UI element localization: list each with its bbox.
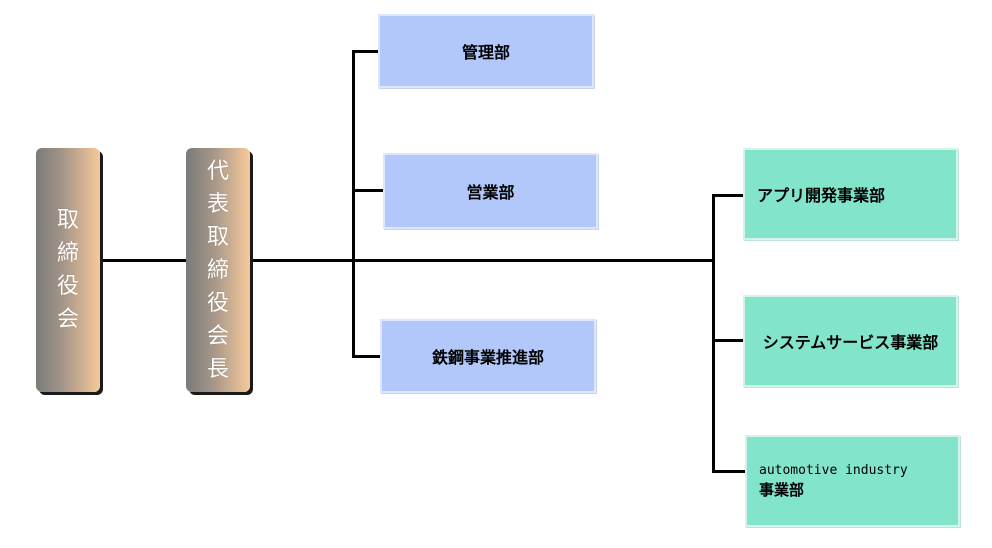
- chairman-char-3: 取: [206, 224, 229, 250]
- chairman-char-6: 会: [206, 323, 229, 349]
- dept-eigyo-node: 営業部: [383, 153, 598, 229]
- board-char-3: 役: [56, 274, 79, 299]
- connector-to-division-system: [712, 339, 747, 342]
- connector-to-dept-kanri: [352, 50, 380, 53]
- division-automotive-label-line1: automotive industry: [759, 463, 908, 478]
- board-char-2: 締: [56, 241, 79, 266]
- connector-main-horizontal: [250, 259, 715, 262]
- connector-board-to-chairman: [102, 259, 188, 262]
- dept-tekko-label: 鉄鋼事業推進部: [431, 348, 544, 367]
- connector-to-division-automotive: [712, 470, 747, 473]
- chairman-char-1: 代: [206, 158, 229, 184]
- connector-to-dept-tekko: [352, 355, 382, 358]
- connector-to-division-app: [712, 194, 745, 197]
- dept-eigyo-label: 営業部: [466, 183, 515, 202]
- chairman-char-7: 長: [206, 356, 229, 382]
- division-system-service-node: システムサービス事業部: [743, 295, 958, 387]
- board-char-4: 会: [56, 307, 79, 332]
- chairman-char-5: 役: [206, 290, 229, 316]
- board-of-directors-node: 取 締 役 会: [36, 148, 100, 392]
- dept-kanri-node: 管理部: [378, 14, 594, 88]
- chairman-char-4: 締: [206, 257, 229, 283]
- representative-director-chairman-node: 代 表 取 締 役 会 長: [186, 148, 250, 392]
- dept-tekko-node: 鉄鋼事業推進部: [380, 319, 596, 393]
- board-char-1: 取: [56, 208, 79, 233]
- division-app-dev-label: アプリ開発事業部: [757, 186, 886, 205]
- division-automotive-label-line2: 事業部: [759, 481, 805, 499]
- connector-departments-vertical: [352, 50, 355, 358]
- division-automotive-node: automotive industry 事業部: [745, 435, 960, 527]
- chairman-char-2: 表: [206, 191, 229, 217]
- dept-kanri-label: 管理部: [461, 43, 510, 62]
- connector-divisions-vertical: [712, 194, 715, 472]
- division-app-dev-node: アプリ開発事業部: [743, 148, 958, 240]
- connector-to-dept-eigyo: [352, 189, 384, 192]
- division-system-service-label: システムサービス事業部: [762, 333, 939, 352]
